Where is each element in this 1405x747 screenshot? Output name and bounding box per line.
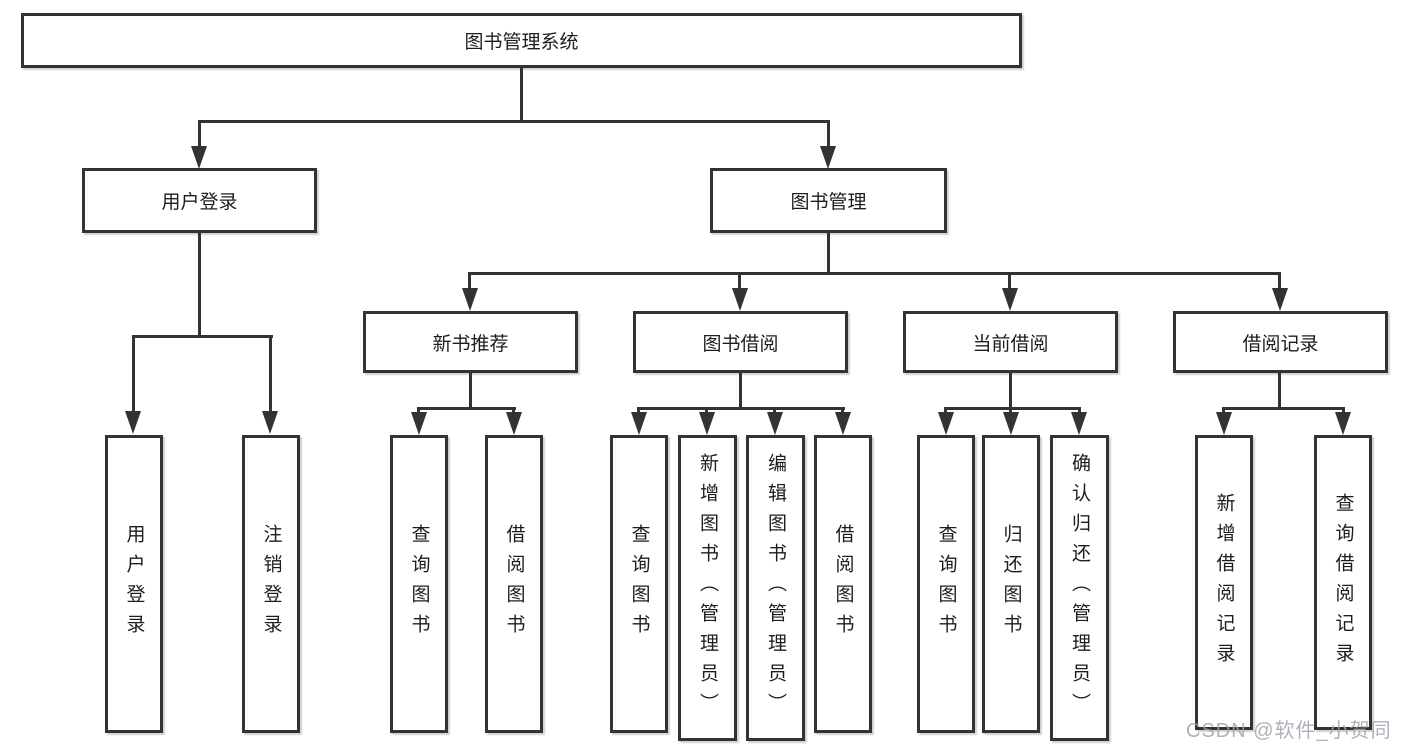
connector-currentborrow-stem (1009, 371, 1012, 407)
leaf-edit-books-admin: 编辑图书（管理员） (746, 435, 805, 741)
connector-bookborrow-hbar (637, 407, 845, 410)
connector-borrowrecords-stem-1 (1222, 407, 1225, 414)
connector-currentborrow-stem-3 (1078, 407, 1081, 414)
arrow-down-icon (191, 146, 207, 169)
node-borrow-records: 借阅记录 (1173, 311, 1388, 373)
connector-borrowrecords-stem-2 (1342, 407, 1345, 414)
connector-currentborrow-hbar (944, 407, 1081, 410)
connector-bookmgmt-hbar (468, 272, 1281, 275)
leaf-borrow-books: 借阅图书 (814, 435, 872, 733)
arrow-down-icon (835, 412, 851, 435)
arrow-down-icon (1272, 288, 1288, 311)
leaf-add-borrow-record: 新增借阅记录 (1195, 435, 1253, 730)
csdn-watermark: CSDN @软件_小贺同学 (1186, 720, 1392, 742)
arrow-down-icon (1335, 412, 1351, 435)
arrow-down-icon (411, 412, 427, 435)
arrow-down-icon (262, 411, 278, 434)
arrow-down-icon (1216, 412, 1232, 435)
arrow-down-icon (767, 412, 783, 435)
connector-newbooks-stem-2 (512, 407, 515, 414)
connector-root-left-stem (198, 120, 201, 147)
leaf-query-books-borrow: 查询图书 (610, 435, 668, 733)
arrow-down-icon (732, 288, 748, 311)
node-user-login: 用户登录 (82, 168, 317, 233)
connector-bookmgmt-stem-2 (738, 272, 741, 290)
node-book-management: 图书管理 (710, 168, 947, 233)
arrow-down-icon (1002, 288, 1018, 311)
arrow-down-icon (125, 411, 141, 434)
arrow-down-icon (1071, 412, 1087, 435)
connector-userlogin-stem-2 (269, 335, 272, 413)
leaf-add-books-admin: 新增图书（管理员） (678, 435, 737, 741)
connector-bookmgmt-stem-3 (1008, 272, 1011, 290)
node-root-system: 图书管理系统 (21, 13, 1022, 68)
connector-bookborrow-stem-1 (637, 407, 640, 414)
connector-userlogin-stem-1 (132, 335, 135, 413)
arrow-down-icon (462, 288, 478, 311)
connector-userlogin-stem (198, 233, 201, 335)
connector-bookborrow-stem-3 (773, 407, 776, 414)
connector-root-right-stem (827, 120, 830, 147)
leaf-query-books-current: 查询图书 (917, 435, 975, 733)
node-book-borrow: 图书借阅 (633, 311, 848, 373)
leaf-logout: 注销登录 (242, 435, 300, 733)
connector-newbooks-stem (469, 371, 472, 407)
node-new-book-recommend: 新书推荐 (363, 311, 578, 373)
arrow-down-icon (938, 412, 954, 435)
connector-bookborrow-stem (739, 371, 742, 407)
connector-borrowrecords-hbar (1222, 407, 1345, 410)
connector-bookborrow-stem-4 (841, 407, 844, 414)
arrow-down-icon (1003, 412, 1019, 435)
arrow-down-icon (506, 412, 522, 435)
connector-currentborrow-stem-1 (944, 407, 947, 414)
leaf-query-books-recommend: 查询图书 (390, 435, 448, 733)
leaf-confirm-return-admin: 确认归还（管理员） (1050, 435, 1109, 741)
connector-root-hbar (198, 120, 830, 123)
connector-bookborrow-stem-2 (705, 407, 708, 414)
node-current-borrow: 当前借阅 (903, 311, 1118, 373)
connector-bookmgmt-stem-4 (1278, 272, 1281, 290)
arrow-down-icon (699, 412, 715, 435)
connector-newbooks-stem-1 (417, 407, 420, 414)
connector-bookmgmt-stem-1 (468, 272, 471, 290)
arrow-down-icon (820, 146, 836, 169)
connector-root-stem (520, 66, 523, 120)
connector-borrowrecords-stem (1278, 371, 1281, 407)
leaf-user-login: 用户登录 (105, 435, 163, 733)
connector-userlogin-hbar (132, 335, 273, 338)
leaf-return-books: 归还图书 (982, 435, 1040, 733)
connector-newbooks-hbar (417, 407, 516, 410)
leaf-borrow-books-recommend: 借阅图书 (485, 435, 543, 733)
arrow-down-icon (631, 412, 647, 435)
leaf-query-borrow-record: 查询借阅记录 (1314, 435, 1372, 730)
connector-currentborrow-stem-2 (1009, 407, 1012, 414)
connector-bookmgmt-stem (827, 231, 830, 272)
